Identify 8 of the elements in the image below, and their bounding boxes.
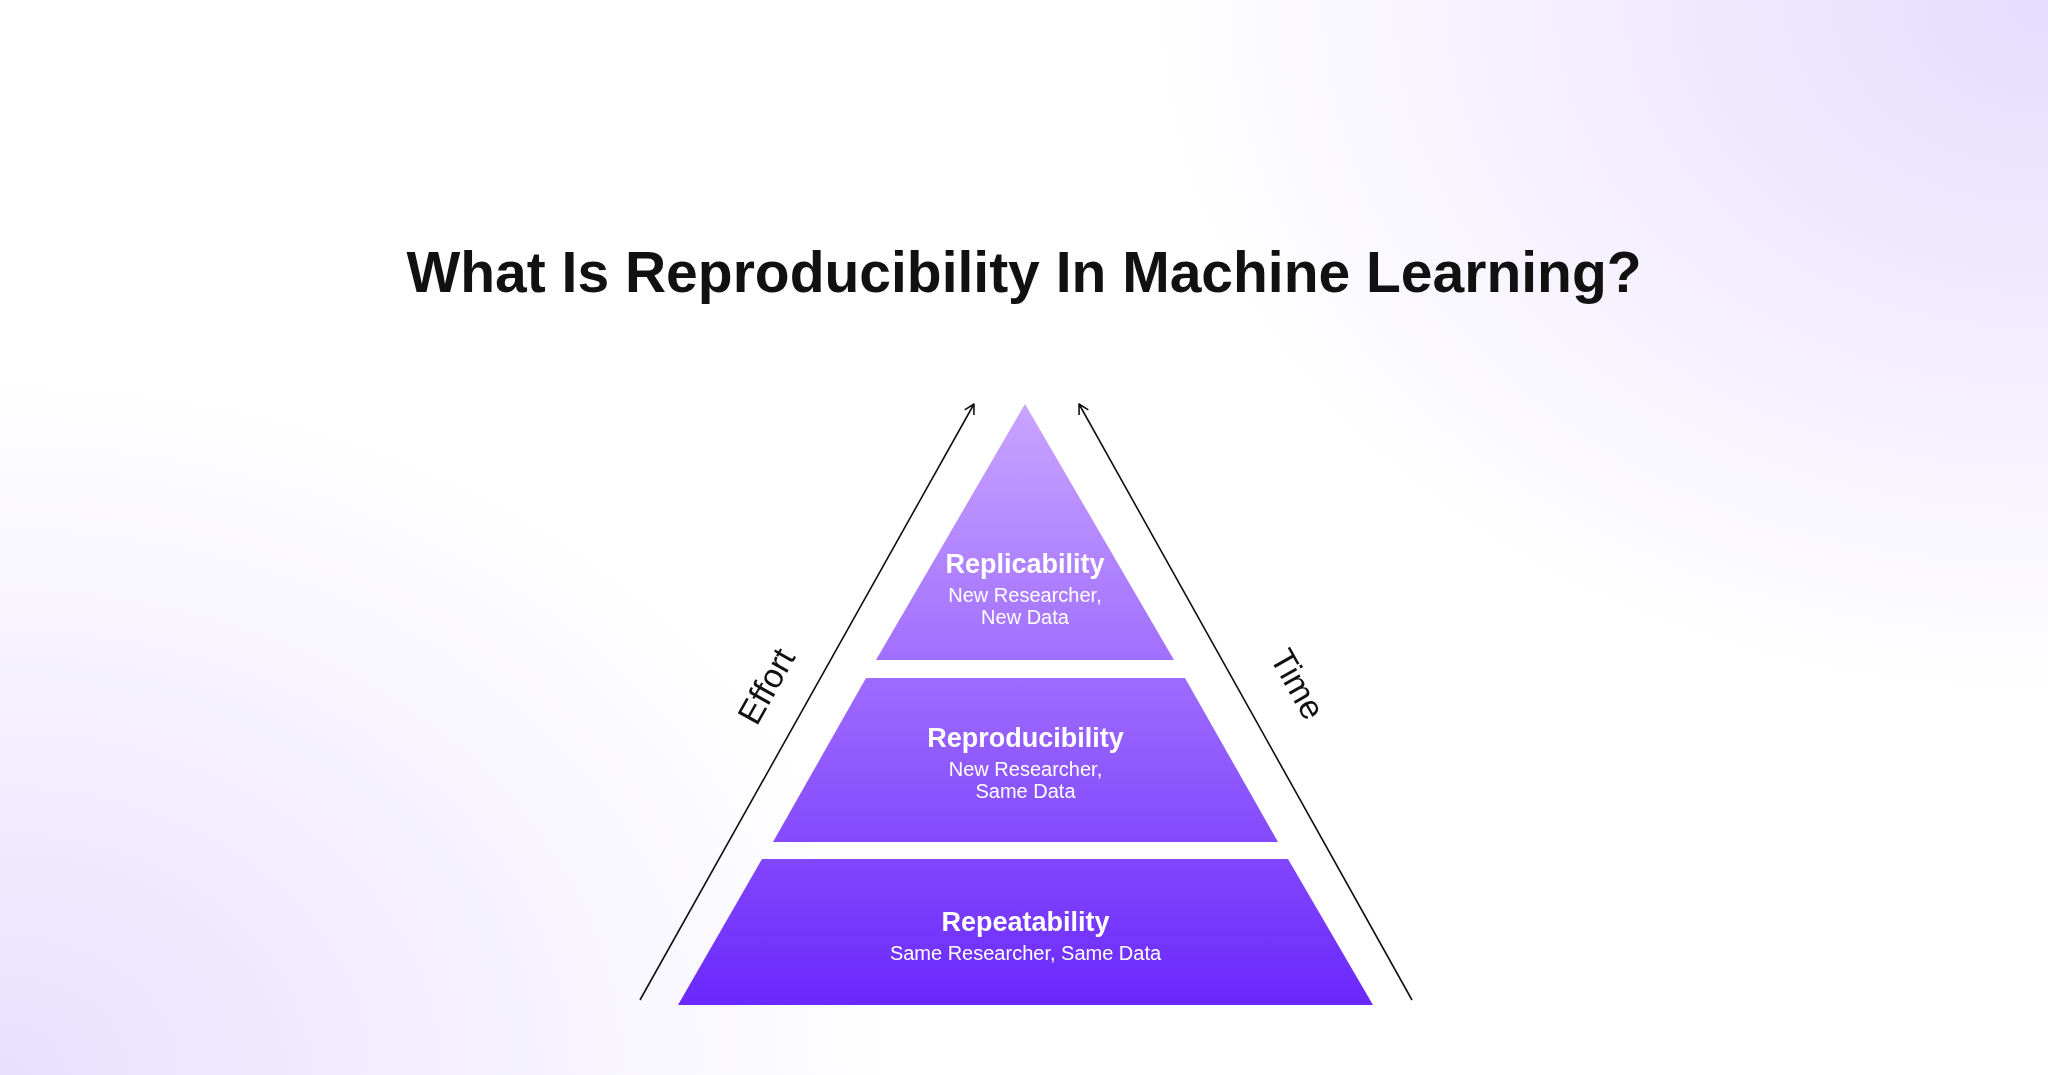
tier-description: Same Researcher, Same Data <box>889 942 1162 964</box>
tier-description: New Researcher, New Data <box>947 584 1103 628</box>
tier-heading: Repeatability <box>941 906 1110 939</box>
axis-label: Time <box>1262 641 1334 727</box>
title: What Is Reproducibility In Machine Learning? <box>406 239 1642 306</box>
tier-heading: Replicability <box>945 548 1105 581</box>
tier-heading: Reproducibility <box>927 722 1124 755</box>
tier-description: New Researcher, Same Data <box>947 758 1104 802</box>
